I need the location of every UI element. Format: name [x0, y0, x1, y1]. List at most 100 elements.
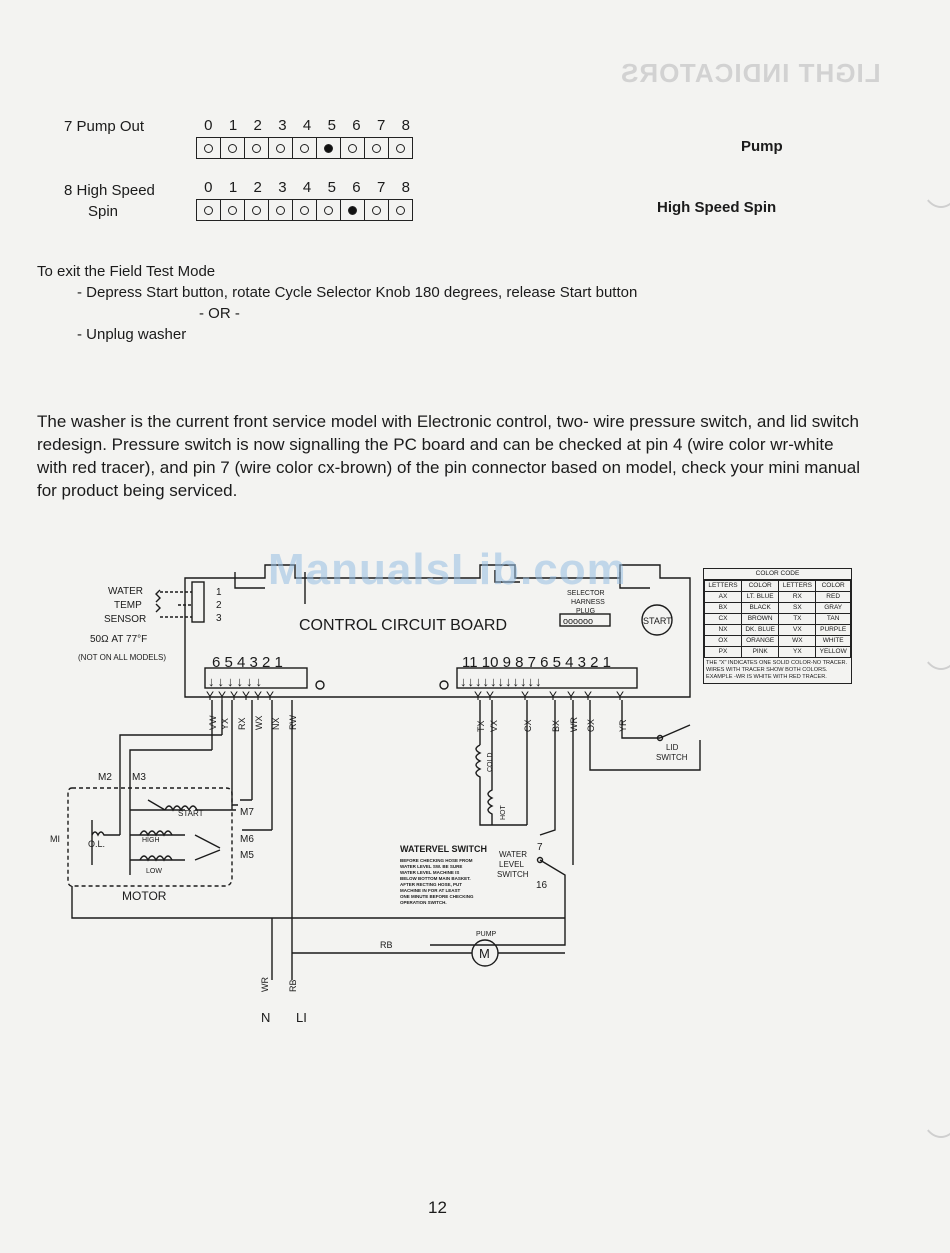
motor-terminal: M5 [240, 850, 254, 861]
water-level-note-title: WATERVEL SWITCH [400, 844, 487, 854]
wire-label: OX [586, 719, 596, 732]
color-code-cell: NX [704, 624, 742, 636]
not-all-models-note: (NOT ON ALL MODELS) [78, 653, 166, 662]
led-unlit [245, 138, 269, 158]
color-code-cell: CX [704, 613, 742, 625]
binder-hole [920, 612, 950, 670]
color-code-cell: BLACK [740, 602, 780, 614]
led-digit: 3 [278, 117, 287, 134]
svg-text:Y: Y [486, 689, 494, 703]
indicator-name: Pump [741, 138, 783, 155]
binder-hole [920, 1080, 950, 1138]
sensor-pin: 3 [216, 613, 222, 624]
led-unlit [293, 138, 317, 158]
wire-label: YX [220, 718, 230, 730]
wl-terminal: 7 [537, 842, 543, 853]
control-board-label: CONTROL CIRCUIT BOARD [299, 617, 507, 634]
exit-option-2: - Unplug washer [77, 326, 187, 343]
wire-label: VW [208, 715, 218, 730]
wire-label: WR [260, 977, 270, 992]
exit-or: - OR - [199, 305, 240, 322]
svg-text:Y: Y [616, 689, 624, 703]
high-winding-label: HIGH [142, 837, 160, 844]
sensor-pin: 1 [216, 587, 222, 598]
wire-label: RX [237, 717, 247, 730]
led-unlit [293, 200, 317, 220]
led-digit: 1 [228, 179, 238, 196]
selector-label: HARNESS [571, 599, 605, 606]
svg-text:Y: Y [584, 689, 592, 703]
wl-terminal: 16 [536, 880, 548, 891]
led-digit: 8 [401, 179, 411, 196]
svg-text:Y: Y [567, 689, 575, 703]
color-code-cell: TAN [815, 613, 851, 625]
led-digit: 2 [253, 179, 262, 196]
color-code-cell: LT. BLUE [740, 591, 780, 603]
led-digit: 4 [302, 179, 312, 196]
lid-switch-label: SWITCH [656, 753, 688, 762]
led-unlit [389, 200, 412, 220]
indicator-name: High Speed Spin [657, 199, 777, 216]
wire-label: RB [288, 979, 298, 992]
right-connector-numbers: 11 10 9 8 7 6 5 4 3 2 1 [462, 654, 611, 671]
color-code-cell: PINK [740, 646, 780, 658]
start-winding-label: START [178, 809, 204, 818]
color-code-cell: BROWN [740, 613, 780, 625]
svg-text:↓↓↓↓↓↓: ↓↓↓↓↓↓ [208, 674, 265, 689]
led-unlit [245, 200, 269, 220]
led-unlit [197, 138, 221, 158]
water-temp-sensor-label: WATER [108, 586, 143, 597]
water-level-note-line: ONE MINUTE BEFORE CHECKING [400, 894, 474, 899]
color-code-cell: GRAY [815, 602, 851, 614]
led-digit: 0 [204, 117, 213, 134]
color-code-cell: TX [778, 613, 817, 625]
led-lit [317, 138, 341, 158]
exit-option-1: - Depress Start button, rotate Cycle Sel… [77, 284, 638, 301]
color-code-title: COLOR CODE [704, 569, 851, 580]
svg-text:YYYYYY: YYYYYY [206, 689, 278, 703]
led-digit: 4 [302, 117, 312, 134]
color-code-cell: PX [704, 646, 742, 658]
led-digit: 5 [327, 117, 336, 134]
water-level-switch-label: WATER [499, 850, 527, 859]
wire-label: RW [288, 715, 298, 730]
motor-terminal: M7 [240, 807, 254, 818]
motor-label: MOTOR [122, 889, 167, 903]
water-temp-sensor-label: SENSOR [104, 614, 146, 625]
led-digit: 6 [352, 179, 361, 196]
svg-text:Y: Y [549, 689, 557, 703]
led-unlit [365, 138, 389, 158]
water-temp-sensor-label: TEMP [114, 600, 142, 611]
led-digit: 6 [352, 117, 361, 134]
water-level-note-line: OPERATION SWITCH. [400, 900, 447, 905]
bleed-through-title: LIGHT INDICATORS [620, 58, 881, 88]
led-unlit [269, 200, 293, 220]
color-code-cell: WX [778, 635, 817, 647]
color-code-note: THE "X" INDICATES ONE SOLID COLOR-NO TRA… [706, 660, 848, 680]
service-paragraph: The washer is the current front service … [37, 412, 860, 500]
led-unlit [365, 200, 389, 220]
neutral-label: N [261, 1010, 270, 1025]
start-button-label: START [643, 616, 672, 626]
led-digit: 8 [401, 117, 411, 134]
exit-instructions: To exit the Field Test Mode - Depress St… [37, 261, 637, 345]
led-unlit [221, 138, 245, 158]
color-code-cell: VX [778, 624, 817, 636]
line-label: LI [296, 1010, 307, 1025]
wire-label: BX [551, 720, 561, 732]
selector-label: SELECTOR [567, 590, 605, 597]
wire-label: CX [523, 719, 533, 732]
led-digit: 1 [228, 117, 238, 134]
led-digit: 0 [204, 179, 213, 196]
row-label: 7 Pump Out [64, 118, 145, 135]
overload-label: O.L. [88, 839, 105, 849]
water-level-note-line: AFTER RECTING HOSE, PUT [400, 882, 462, 887]
color-code-cell: BX [704, 602, 742, 614]
led-digit: 2 [253, 117, 262, 134]
led-unlit [197, 200, 221, 220]
led-unlit [389, 138, 412, 158]
